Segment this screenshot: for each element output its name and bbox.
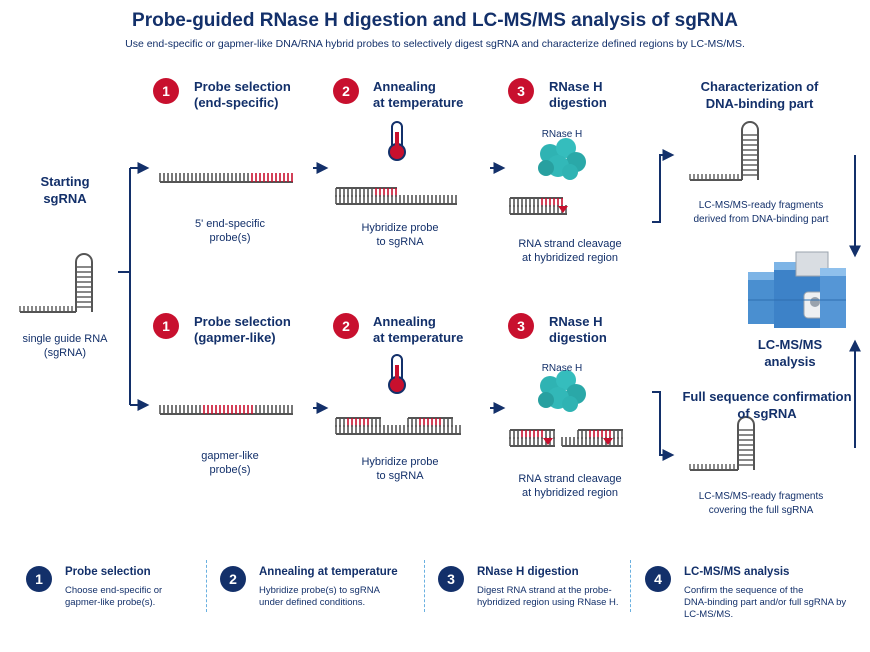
step-3-badge: 3 (508, 313, 534, 339)
sgrna-caption: single guide RNA (sgRNA) (22, 333, 108, 359)
full-sgrna-fragment-structure (689, 416, 755, 471)
lcms-label: LC-MS/MS analysis (757, 337, 823, 369)
cleaved-gapmer-probe-left (509, 429, 555, 439)
characterization-caption: LC-MS/MS-ready fragments derived from DN… (693, 200, 829, 225)
rnase-h-label: RNase H (541, 129, 583, 140)
top-cleavage-caption: RNA strand cleavage at hybridized region (518, 238, 622, 264)
full-sequence-heading: Full sequence confirmation of sgRNA (682, 389, 852, 421)
footer-step-3-title: RNase H digestion (477, 566, 579, 578)
full-sequence-caption: LC-MS/MS-ready fragments covering the fu… (698, 491, 824, 516)
sgrna-hairpin-icon (19, 253, 93, 313)
step-1-badge: 1 (153, 313, 179, 339)
cleaved-gapmer-sgrna-right (561, 437, 623, 447)
footer-divider (630, 560, 631, 612)
step-2-heading: Annealing at temperature (373, 79, 464, 110)
thermometer-icon (388, 354, 406, 394)
footer-divider (424, 560, 425, 612)
step-1-heading: Probe selection (gapmer-like) (194, 314, 291, 345)
dna-binding-fragment-structure (689, 121, 759, 181)
bottom-hybridize-caption: Hybridize probe to sgRNA (361, 456, 439, 482)
end-specific-probe (159, 173, 293, 183)
bottom-probe-caption: gapmer-like probe(s) (201, 450, 259, 476)
cleavage-site-icon (558, 206, 568, 213)
step-2-badge: 2 (333, 313, 359, 339)
footer-step-2-desc: Hybridize probe(s) to sgRNA under define… (259, 585, 380, 608)
footer-step-4-desc: Confirm the sequence of the DNA-binding … (684, 585, 847, 620)
bottom-cleavage-caption: RNA strand cleavage at hybridized region (518, 473, 622, 499)
cleavage-site-icon (603, 438, 613, 445)
rnase-h-enzyme-icon (538, 370, 586, 412)
duplex-sgrna-strand (335, 195, 457, 205)
footer-step-4-title: LC-MS/MS analysis (684, 566, 790, 578)
footer-step-1-title: Probe selection (65, 566, 151, 578)
footer-step-2-badge: 2 (220, 566, 246, 592)
footer-step-1-desc: Choose end-specific or gapmer-like probe… (65, 585, 163, 608)
branch-connector (118, 162, 150, 411)
gapmer-probe (159, 405, 293, 415)
footer-step-3-desc: Digest RNA strand at the probe- hybridiz… (477, 585, 619, 608)
step-2-heading: Annealing at temperature (373, 314, 464, 345)
gapmer-duplex-probe-right (407, 417, 453, 427)
cleaved-gapmer-probe-right (577, 429, 623, 439)
cleavage-site-icon (543, 438, 553, 445)
step-1-badge: 1 (153, 78, 179, 104)
step-2-badge: 2 (333, 78, 359, 104)
footer-divider (206, 560, 207, 612)
thermometer-icon (388, 121, 406, 161)
footer-step-2-title: Annealing at temperature (259, 566, 398, 578)
cleaved-sgrna-strand (509, 205, 567, 215)
starting-sgrna-label: Starting sgRNA (40, 174, 90, 206)
step-3-badge: 3 (508, 78, 534, 104)
rnase-h-enzyme-icon (538, 138, 586, 180)
footer-step-4-badge: 4 (645, 566, 671, 592)
page-title: Probe-guided RNase H digestion and LC-MS… (132, 10, 738, 31)
starting-sgrna-structure (19, 253, 93, 313)
step-1-heading: Probe selection (end-specific) (194, 79, 291, 110)
step-3-heading: RNase H digestion (549, 79, 607, 110)
characterization-heading: Characterization of DNA-binding part (700, 79, 819, 111)
footer-step-1-badge: 1 (26, 566, 52, 592)
arrow-to-characterization (652, 149, 675, 223)
top-hybridize-caption: Hybridize probe to sgRNA (361, 222, 439, 248)
gapmer-duplex-probe-left (335, 417, 381, 427)
page-subtitle: Use end-specific or gapmer-like DNA/RNA … (125, 38, 745, 50)
lcms-instrument-icon (748, 251, 846, 328)
rnase-h-label: RNase H (541, 363, 583, 374)
step-3-heading: RNase H digestion (549, 314, 607, 345)
step-arrows (313, 149, 861, 461)
footer-step-3-badge: 3 (438, 566, 464, 592)
gapmer-duplex-sgrna (335, 425, 461, 435)
top-probe-caption: 5' end-specific probe(s) (195, 218, 265, 244)
arrow-to-full-sequence (652, 391, 675, 461)
